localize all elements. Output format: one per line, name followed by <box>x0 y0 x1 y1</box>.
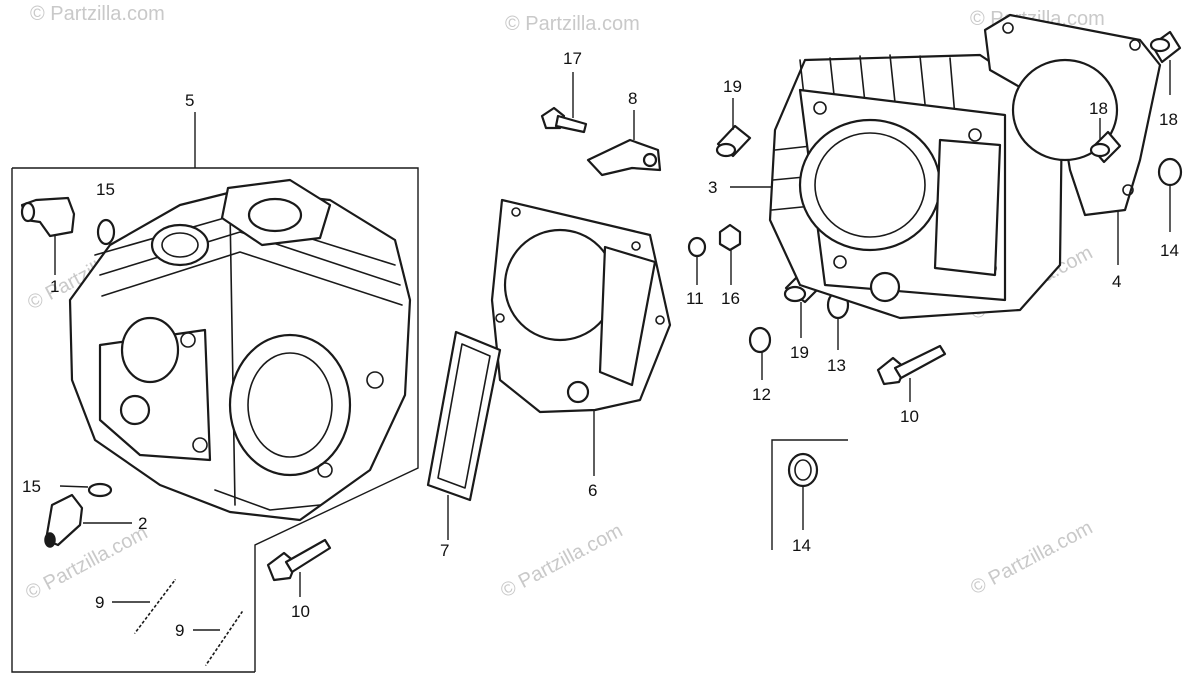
part-14-bracket <box>771 439 848 550</box>
part-15-o-ring <box>87 482 113 498</box>
part-19-dowel <box>715 98 752 158</box>
callout-15: 15 <box>22 477 41 496</box>
callout-14: 14 <box>1160 241 1179 260</box>
callout-labels: 5 15 1 15 2 9 9 10 7 6 17 8 19 3 11 16 1… <box>22 49 1179 640</box>
callout-12: 12 <box>752 385 771 404</box>
callout-4: 4 <box>1112 272 1121 291</box>
callout-3: 3 <box>708 178 717 197</box>
callout-2: 2 <box>138 514 147 533</box>
part-12-washer <box>748 326 772 354</box>
callout-11: 11 <box>686 289 704 308</box>
part-9-stud <box>112 579 177 634</box>
callout-19: 19 <box>790 343 809 362</box>
callout-10: 10 <box>900 407 919 426</box>
callout-18: 18 <box>1089 99 1108 118</box>
watermark: © Partzilla.com <box>22 522 151 605</box>
callout-16: 16 <box>721 289 740 308</box>
watermark: © Partzilla.com <box>30 3 165 25</box>
callout-5: 5 <box>185 91 194 110</box>
callout-19: 19 <box>723 77 742 96</box>
cylinder-head <box>68 178 412 522</box>
part-14-o-ring <box>1157 157 1183 187</box>
callout-17: 17 <box>563 49 582 68</box>
callout-6: 6 <box>588 481 597 500</box>
head-assembly-bracket <box>11 112 419 673</box>
part-6-gasket <box>490 198 672 476</box>
part-4-base-gasket <box>983 13 1162 265</box>
part-18-dowel <box>1149 30 1182 95</box>
part-10-bolt <box>266 538 332 597</box>
callout-18: 18 <box>1159 110 1178 129</box>
part-16-nut <box>718 223 742 252</box>
watermark: © Partzilla.com <box>497 520 626 603</box>
callout-14: 14 <box>792 536 811 555</box>
part-14-o-ring <box>787 452 819 530</box>
part-10-bolt <box>876 344 947 402</box>
callout-13: 13 <box>827 356 846 375</box>
watermark: © Partzilla.com <box>505 13 640 35</box>
callout-15: 15 <box>96 180 115 199</box>
part-9-stud <box>193 611 244 666</box>
part-15-o-ring <box>96 218 116 246</box>
callout-10: 10 <box>291 602 310 621</box>
part-17-bolt <box>540 72 588 134</box>
watermark: © Partzilla.com <box>967 517 1096 600</box>
part-2-fitting <box>44 493 132 548</box>
part-8-clamp <box>586 110 662 177</box>
callout-1: 1 <box>50 277 59 296</box>
part-7-gasket-strip <box>426 330 502 540</box>
part-1-fitting <box>20 196 76 275</box>
callout-7: 7 <box>440 541 449 560</box>
part-11-washer <box>687 236 707 258</box>
part-3-cylinder <box>730 53 1064 320</box>
callout-9: 9 <box>175 621 184 640</box>
part-18-dowel <box>1089 118 1122 164</box>
callout-8: 8 <box>628 89 637 108</box>
callout-9: 9 <box>95 593 104 612</box>
